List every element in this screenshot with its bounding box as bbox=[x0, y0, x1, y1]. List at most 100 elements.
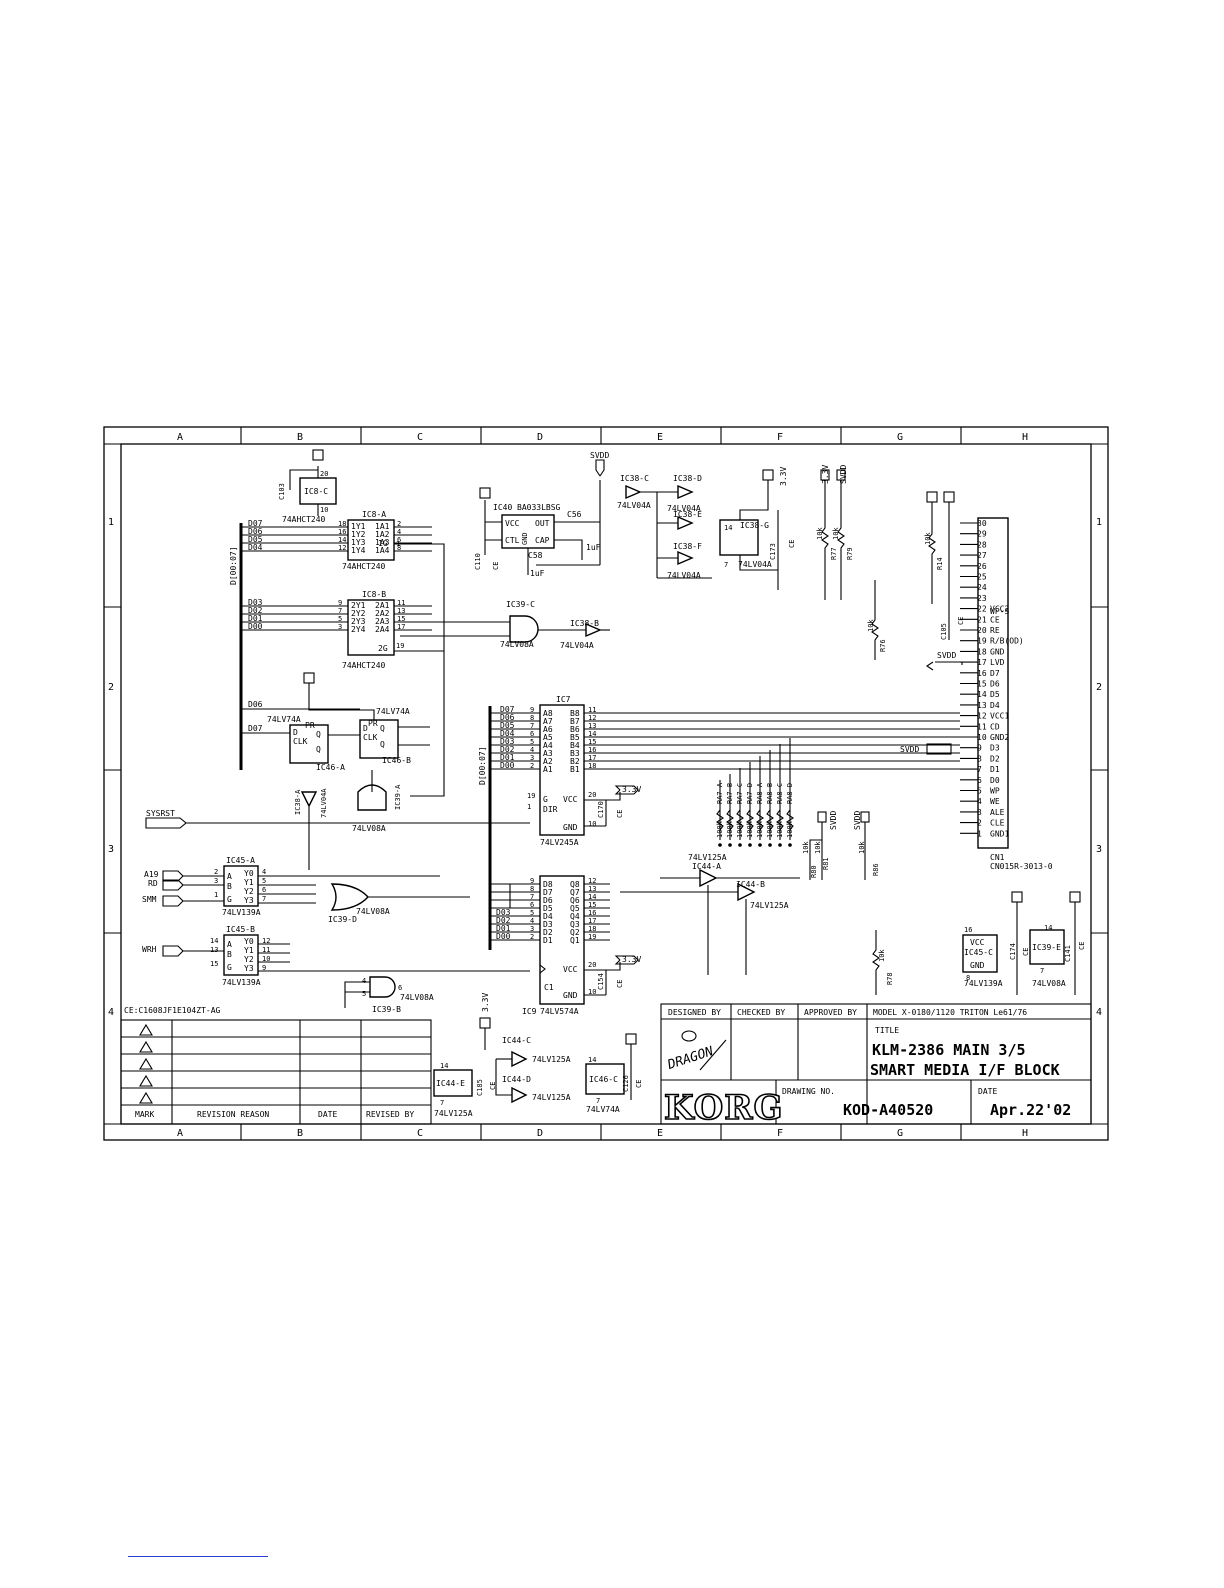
svg-text:13: 13 bbox=[210, 946, 218, 954]
ic8c-type: 74AHCT240 bbox=[282, 515, 326, 524]
pin-signal: 1A4 bbox=[375, 546, 390, 555]
ra-zigzag bbox=[736, 809, 744, 831]
ra-junction bbox=[748, 843, 752, 847]
ic39d-block: IC39-D 74LV08A bbox=[328, 883, 470, 924]
r76-value: 10k bbox=[867, 619, 875, 632]
svg-text:5: 5 bbox=[262, 877, 266, 885]
cn1-pin-signal: ALE bbox=[990, 808, 1005, 817]
ic7-pin: 6 bbox=[530, 730, 534, 738]
cn1-pin-number: 20 bbox=[977, 626, 987, 635]
ic7-signal: A6 bbox=[543, 725, 553, 734]
ra-junction bbox=[768, 843, 772, 847]
ra-name: RA7-B bbox=[726, 783, 734, 804]
ic44c-type: 74LV125A bbox=[532, 1055, 571, 1064]
svg-text:CE: CE bbox=[788, 540, 796, 548]
rev-header-date: DATE bbox=[318, 1110, 337, 1119]
svg-text:Y2: Y2 bbox=[244, 955, 254, 964]
ra-zigzag bbox=[756, 809, 764, 831]
ic38e-label: IC38-E bbox=[673, 510, 702, 519]
pin-number: 9 bbox=[338, 599, 342, 607]
svg-text:2G: 2G bbox=[378, 644, 388, 653]
ic44d-type: 74LV125A bbox=[532, 1093, 571, 1102]
svg-text:Q: Q bbox=[316, 730, 321, 739]
ic44c-label: IC44-C bbox=[502, 1036, 531, 1045]
revision-triangle bbox=[139, 1091, 153, 1104]
cn1-pin-number: 12 bbox=[977, 712, 987, 721]
cn1-pin-number: 18 bbox=[977, 647, 987, 656]
cn1-pin-signal: D7 bbox=[990, 669, 1000, 678]
pin-number: 6 bbox=[397, 536, 401, 544]
c58-label: C58 bbox=[528, 551, 543, 560]
ic8a-type: 74AHCT240 bbox=[342, 562, 386, 571]
ra-name: RA7-A bbox=[716, 782, 724, 804]
col-label-top: A bbox=[177, 432, 183, 443]
cn1-pin-number: 8 bbox=[977, 754, 982, 763]
svdd-vcc1: SVDD bbox=[900, 745, 919, 754]
ic9-signal: Q1 bbox=[570, 936, 580, 945]
svg-text:C1: C1 bbox=[544, 983, 554, 992]
ic9-pin: 12 bbox=[588, 877, 596, 885]
svg-text:Y3: Y3 bbox=[244, 896, 254, 905]
revision-triangle bbox=[139, 1074, 153, 1087]
c170-label: C170 bbox=[597, 801, 605, 818]
cn1-pin-number: 28 bbox=[977, 540, 987, 549]
cn1-pin-signal: VCC1 bbox=[990, 712, 1009, 721]
signature-text: DRAGON bbox=[665, 1044, 715, 1073]
svg-text:VCC: VCC bbox=[505, 519, 520, 528]
v33-ic7: 3.3V bbox=[622, 785, 641, 794]
ic9-net: D02 bbox=[496, 916, 511, 925]
ic7-pin: 18 bbox=[588, 762, 596, 770]
ic44b-label: IC44-B bbox=[736, 880, 765, 889]
ic9-signal: D8 bbox=[543, 880, 553, 889]
ic9-signal: Q7 bbox=[570, 888, 580, 897]
svg-text:CE: CE bbox=[1078, 942, 1086, 950]
ic9-signal: Q8 bbox=[570, 880, 580, 889]
svg-text:CTL: CTL bbox=[505, 536, 520, 545]
svg-text:CE: CE bbox=[616, 810, 624, 818]
r81-value: 10k bbox=[814, 841, 822, 854]
cn1-pin-signal: CD bbox=[990, 722, 1000, 731]
resistor-array: RA7-A100kRA7-B100kRA7-C100kRA7-D100kRA8-… bbox=[716, 738, 794, 847]
pin-number: 8 bbox=[397, 544, 401, 552]
pin-number: 3 bbox=[338, 623, 342, 631]
cn1-pin-signal: WP bbox=[990, 787, 1000, 796]
ic8c-block: IC8-C 20 10 C103 74AHCT240 bbox=[278, 449, 337, 524]
ic8a-label: IC8-A bbox=[362, 510, 386, 519]
r81-label: R81 bbox=[822, 857, 830, 870]
cn1-pin-signal: D3 bbox=[990, 744, 1000, 753]
ic38g-block: IC38-G 147 74LV04A 3.3V C173 CE bbox=[719, 467, 796, 590]
d07-ff: D07 bbox=[248, 724, 263, 733]
svg-text:10: 10 bbox=[320, 506, 328, 514]
svg-text:15: 15 bbox=[210, 960, 218, 968]
ic38f-type: 74LV04A bbox=[667, 571, 701, 580]
ic7-signal: B3 bbox=[570, 749, 580, 758]
ic46b-type: 74LV74A bbox=[376, 707, 410, 716]
svg-text:10: 10 bbox=[262, 955, 270, 963]
svg-text:Q: Q bbox=[380, 724, 385, 733]
date-label: DATE bbox=[978, 1087, 997, 1096]
ic38c-type: 74LV04A bbox=[617, 501, 651, 510]
svdd-r80: SVDD bbox=[829, 811, 838, 830]
data-bus-left: D[00:07] bbox=[229, 523, 243, 770]
svg-text:Y3: Y3 bbox=[244, 964, 254, 973]
pin-number: 16 bbox=[338, 528, 346, 536]
cn1-pin-signal: GND2 bbox=[990, 733, 1009, 742]
svg-text:6: 6 bbox=[262, 886, 266, 894]
cn1-pin-signal: CE bbox=[990, 615, 1000, 624]
ic38b-type: 74LV04A bbox=[560, 641, 594, 650]
row-label-right: 4 bbox=[1096, 1007, 1102, 1018]
svg-text:VCC: VCC bbox=[563, 965, 578, 974]
footer-link-underline[interactable] bbox=[128, 1556, 268, 1557]
ra-junction bbox=[778, 843, 782, 847]
ic46a-type: 74LV74A bbox=[267, 715, 301, 724]
sysrst-label: SYSRST bbox=[146, 809, 175, 818]
pin-signal: 2Y1 bbox=[351, 601, 366, 610]
d06-ff: D06 bbox=[248, 700, 263, 709]
ic46b-label: IC46-B bbox=[382, 756, 411, 765]
